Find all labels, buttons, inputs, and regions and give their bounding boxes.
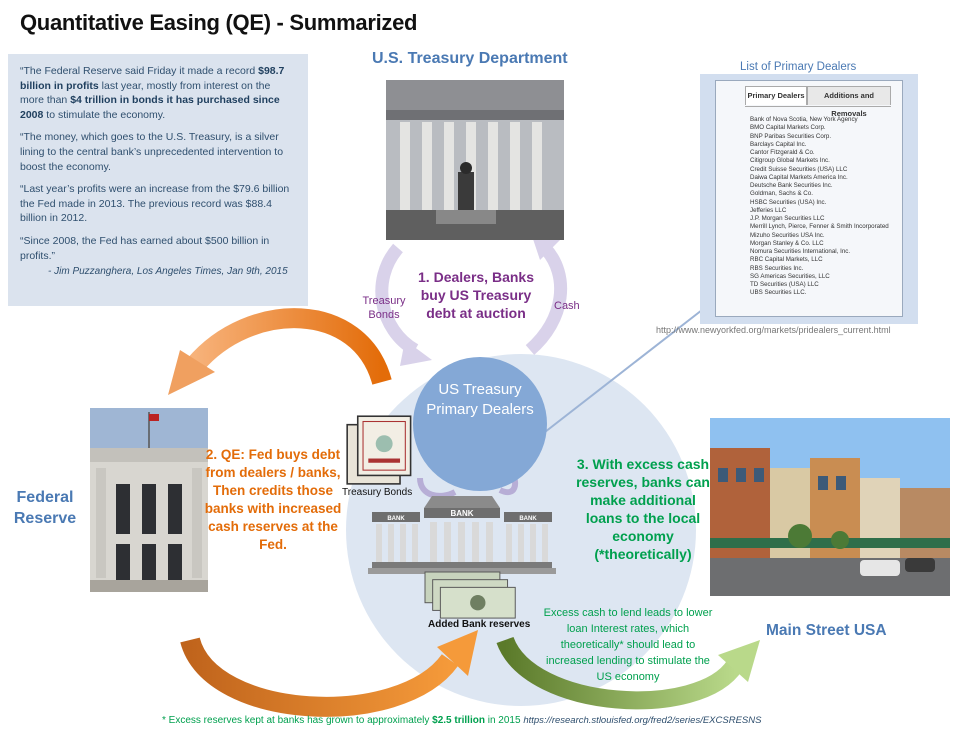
quote-box: “The Federal Reserve said Friday it made… (8, 54, 308, 306)
primary-dealers-circle (413, 357, 547, 491)
dealer-item: Citigroup Global Markets Inc. (750, 157, 830, 165)
dealer-item: Goldman, Sachs & Co. (750, 190, 813, 198)
footnote-year: in 2015 (484, 715, 524, 726)
federal-reserve-label: Federal Reserve (13, 489, 77, 527)
dealers-tabs: Primary Dealers Additions and Removals (745, 86, 891, 118)
treasury-bonds-flow-label: Treasury Bonds (362, 295, 406, 321)
tab-primary-dealers: Primary Dealers (745, 86, 807, 105)
quote-paragraph-3: “Last year’s profits were an increase fr… (20, 183, 290, 225)
page-title: Quantitative Easing (QE) - Summarized (20, 10, 418, 35)
lending-note: Excess cash to lend leads to lower loan … (543, 607, 713, 683)
quote-text: “The Federal Reserve said Friday it made… (20, 65, 259, 77)
bank-image: BANK BANK BANK (368, 496, 556, 574)
dealer-item: J.P. Morgan Securities LLC (750, 215, 825, 222)
added-reserves-caption: Added Bank reserves (428, 619, 531, 630)
dealer-item: UBS Securities LLC. (750, 289, 807, 297)
treasury-bonds-image (346, 415, 412, 485)
qe-arrow-bottom-head (437, 630, 478, 676)
footnote-amount: $2.5 trillion (432, 715, 485, 726)
dealer-item: Deutsche Bank Securities Inc. (750, 182, 833, 189)
footnote-link[interactable]: https://research.stlouisfed.org/fred2/se… (523, 715, 762, 726)
bank-sign-right: BANK (519, 516, 537, 522)
treasury-bonds-caption: Treasury Bonds (342, 487, 413, 498)
dealer-item: Merrill Lynch, Pierce, Fenner & Smith In… (750, 223, 889, 231)
tab-additions-removals: Additions and Removals (807, 86, 891, 118)
quote-highlight: $4 trillion in bonds it has purchased si… (20, 94, 280, 121)
dealer-item: BNP Paribas Securities Corp. (750, 132, 832, 140)
dealer-item: TD Securities (USA) LLC (750, 281, 819, 288)
footnote-text: * Excess reserves kept at banks has grow… (162, 715, 433, 726)
dealers-panel-inner (715, 80, 903, 317)
step-1-text: 1. Dealers, Banks buy US Treasury debt a… (418, 269, 534, 321)
main-street-label: Main Street USA (766, 622, 887, 639)
dealer-item: Morgan Stanley & Co. LLC (750, 239, 824, 247)
primary-dealers-label: US Treasury Primary Dealers (426, 381, 534, 418)
footnote: * Excess reserves kept at banks has grow… (162, 715, 761, 726)
dealer-item: RBS Securities Inc. (750, 264, 804, 272)
dealer-item: Nomura Securities International, Inc. (750, 248, 851, 255)
dealers-url: http://www.newyorkfed.org/markets/pridea… (656, 325, 891, 335)
dealer-item: Barclays Capital Inc. (750, 140, 807, 148)
lending-arrow-head (718, 640, 760, 682)
treasury-bonds-arrow (375, 243, 419, 356)
dealer-item: Jefferies LLC (750, 206, 787, 214)
qe-arrow-top (187, 308, 392, 386)
bank-sign-left: BANK (387, 516, 405, 522)
step-2-text: 2. QE: Fed buys debt from dealers / bank… (204, 447, 342, 552)
treasury-label: U.S. Treasury Department (372, 50, 568, 67)
lending-arrow (496, 636, 743, 710)
bank-cycle-left (417, 477, 457, 499)
quote-attribution: - Jim Puzzanghera, Los Angeles Times, Ja… (48, 266, 288, 278)
dealer-item: SG Americas Securities, LLC (750, 272, 830, 280)
dealer-item: RBC Capital Markets, LLC (750, 256, 823, 264)
quote-paragraph-4: “Since 2008, the Fed has earned about $5… (20, 234, 270, 262)
dealers-connector (544, 309, 703, 433)
dealer-item: Credit Suisse Securities (USA) LLC (750, 165, 848, 173)
qe-arrow-bottom (180, 636, 459, 717)
quote-paragraph-1: “The Federal Reserve said Friday it made… (20, 64, 296, 122)
dealer-item: Bank of Nova Scotia, New York Agency (750, 116, 858, 123)
quote-highlight: $98.7 billion in profits (20, 65, 285, 92)
dealer-item: Cantor Fitzgerald & Co. (750, 149, 815, 156)
quote-text: last year, mostly from interest on the m… (20, 79, 271, 107)
dealer-item: Daiwa Capital Markets America Inc. (750, 173, 848, 181)
treasury-bonds-arrow-head (400, 340, 432, 366)
cash-flow-label: Cash (554, 300, 580, 312)
quote-paragraph-2: “The money, which goes to the U.S. Treas… (20, 131, 284, 173)
step-3-text: 3. With excess cash reserves, banks can … (576, 456, 710, 562)
qe-arrow-top-head (168, 350, 215, 395)
quote-text: to stimulate the economy. (43, 108, 166, 121)
cash-arrow (525, 243, 568, 355)
dealer-item: BMO Capital Markets Corp. (750, 124, 826, 132)
treasury-building-image (386, 80, 564, 240)
dealers-panel-title: List of Primary Dealers (740, 61, 857, 73)
bank-sign-main: BANK (450, 509, 473, 518)
federal-reserve-building-image (90, 408, 208, 592)
main-street-image (710, 418, 950, 596)
dealer-item: HSBC Securities (USA) Inc. (750, 198, 827, 206)
dealer-item: Mizuho Securities USA Inc. (750, 231, 825, 239)
bank-reserves-money-image (424, 571, 516, 619)
